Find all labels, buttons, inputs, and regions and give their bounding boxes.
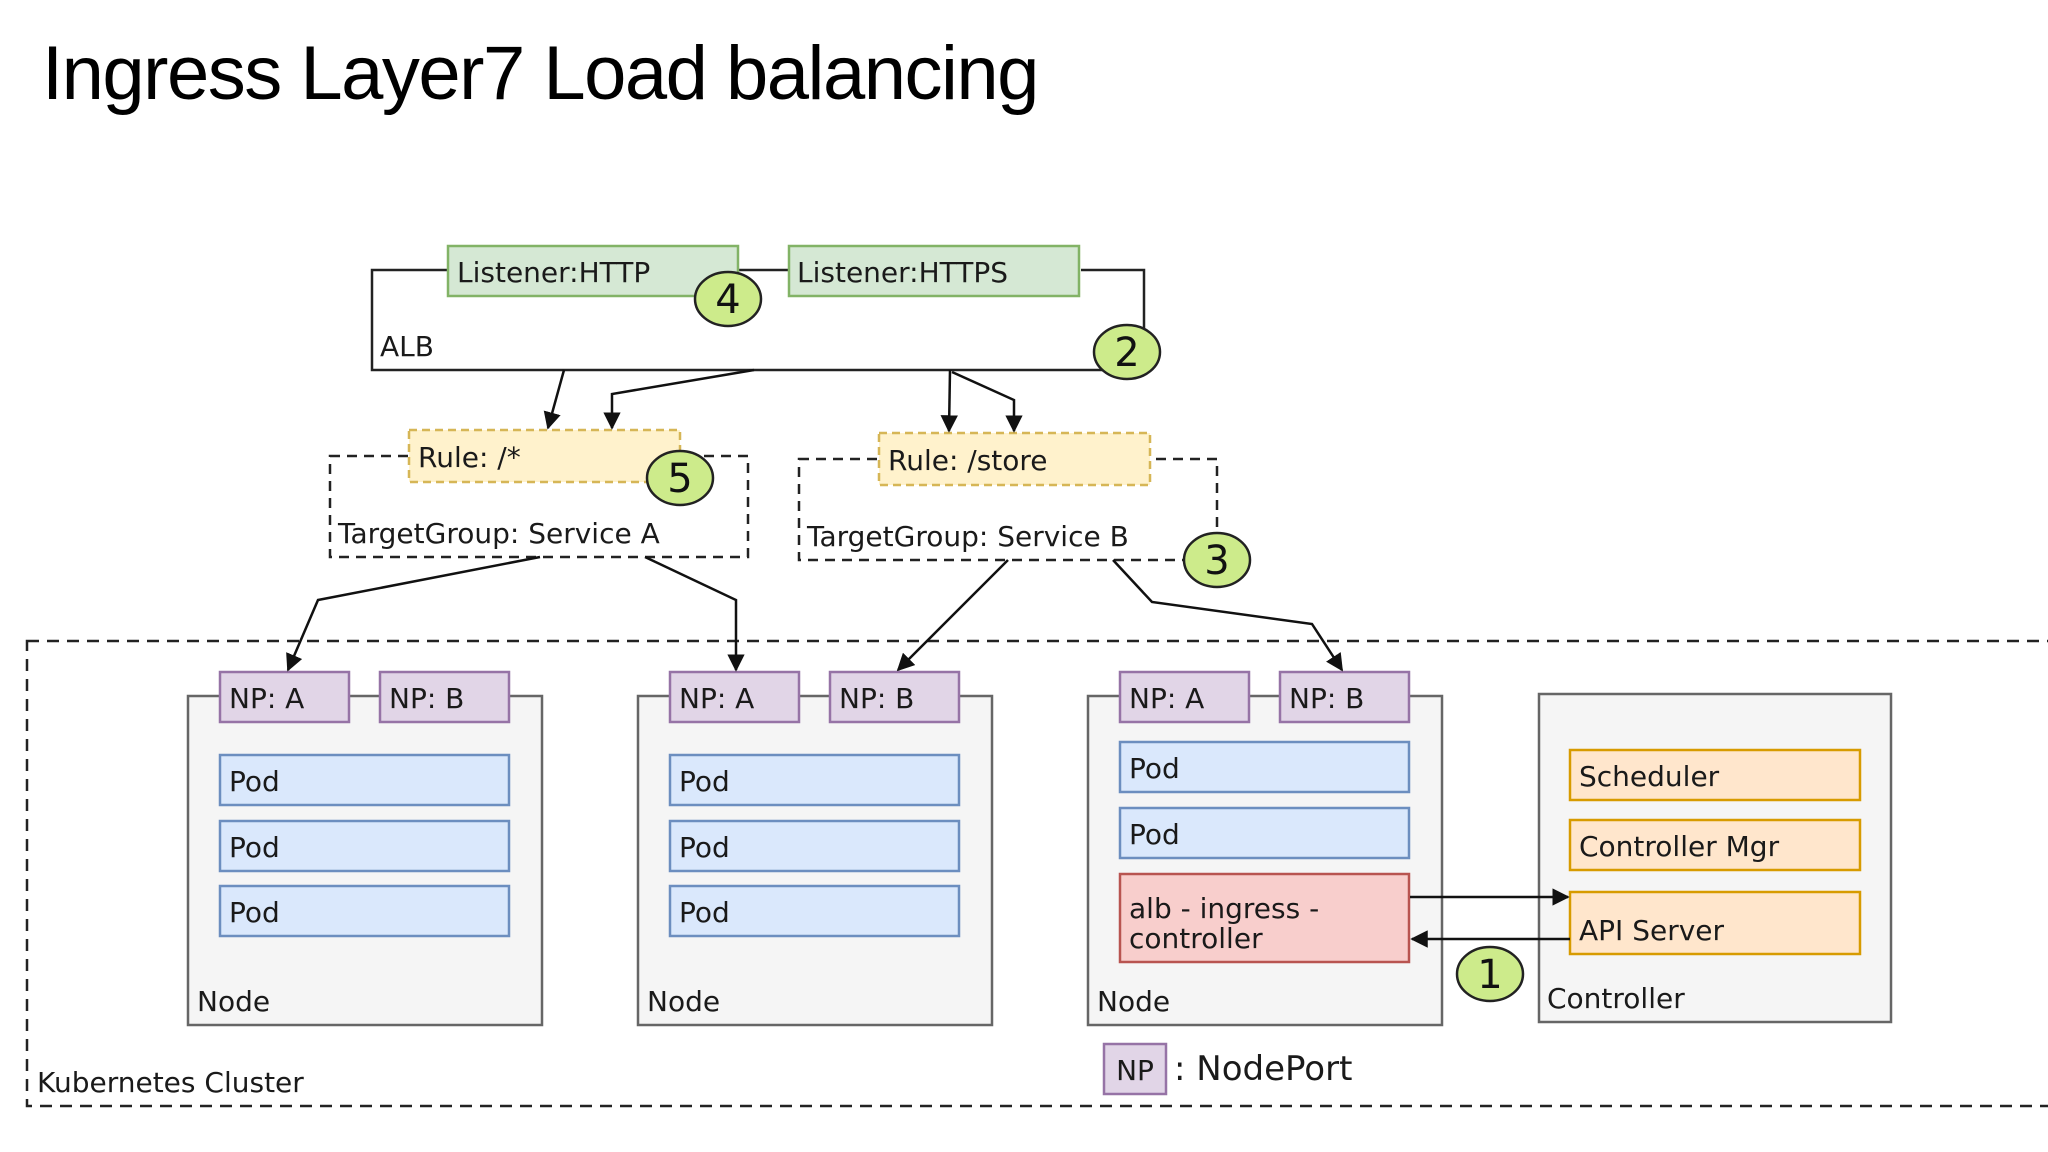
node-3-np-a-label: NP: A (1129, 682, 1204, 715)
arrows (286, 368, 1570, 948)
rule-b-label: Rule: /store (888, 444, 1048, 477)
badge-3: 3 (1182, 531, 1252, 589)
badge-2: 2 (1092, 323, 1162, 381)
arrow-tg-b-to-node-3 (1112, 559, 1344, 672)
slide-title: Ingress Layer7 Load balancing (42, 31, 1039, 116)
node-2-label: Node (647, 985, 720, 1018)
scheduler-box (1568, 748, 1862, 802)
rule-b-box (877, 431, 1152, 487)
node-3-label: Node (1097, 985, 1170, 1018)
rule-a-box (407, 428, 682, 484)
node-3-pod-2-box (1118, 806, 1411, 860)
alb-frame (370, 268, 1146, 372)
node-3-np-b-box (1278, 670, 1411, 724)
listener-https-label: Listener:HTTPS (797, 256, 1008, 289)
node-1-np-a-box (218, 670, 351, 724)
node-3-np-a-box (1118, 670, 1251, 724)
node-1-pod-3-label: Pod (229, 896, 280, 929)
node-2-pod-1-box (668, 753, 961, 807)
ingress-controller-box (1118, 872, 1411, 964)
svg-text:4: 4 (715, 277, 740, 323)
arrow-alb-to-rule-a-2 (603, 368, 755, 430)
arrow-alb-to-rule-b-2 (951, 370, 1023, 433)
arrow-tg-a-to-node-2 (644, 555, 745, 672)
arrow-tg-b-to-node-2 (896, 559, 1009, 672)
rule-a-label: Rule: /* (418, 441, 521, 474)
node-1-np-a-label: NP: A (229, 682, 304, 715)
badge-1: 1 (1455, 945, 1525, 1003)
node-2-pod-1-label: Pod (679, 765, 730, 798)
svg-text:1: 1 (1477, 952, 1502, 998)
controller-mgr-label: Controller Mgr (1579, 830, 1780, 863)
target-group-b-label: TargetGroup: Service B (806, 520, 1129, 553)
badge-5: 5 (645, 449, 715, 507)
svg-text:3: 3 (1204, 538, 1229, 584)
controller-label: Controller (1547, 982, 1685, 1015)
node-1-pod-2-label: Pod (229, 831, 280, 864)
arrow-alb-to-rule-a-1 (543, 369, 566, 430)
listener-https-box (787, 244, 1081, 298)
node-2-np-b-box (828, 670, 961, 724)
node-1-pod-3-box (218, 884, 511, 938)
node-2-np-a-box (668, 670, 801, 724)
node-1-pod-2-box (218, 819, 511, 873)
svg-text:5: 5 (667, 456, 692, 502)
node-2-pod-3-box (668, 884, 961, 938)
kubernetes-cluster-label: Kubernetes Cluster (37, 1066, 304, 1099)
node-1-np-b-label: NP: B (389, 682, 464, 715)
node-2-pod-3-label: Pod (679, 896, 730, 929)
target-group-a-label: TargetGroup: Service A (337, 517, 660, 550)
kubernetes-cluster-frame (25, 639, 2048, 1108)
api-server-label: API Server (1579, 914, 1725, 947)
node-3-pod-2-label: Pod (1129, 818, 1180, 851)
api-server-box (1568, 890, 1862, 956)
listener-http-box (446, 244, 740, 298)
node-1-pod-1-box (218, 753, 511, 807)
svg-text:2: 2 (1114, 330, 1139, 376)
legend-np-swatch (1102, 1042, 1168, 1096)
legend-np-abbr: NP (1116, 1054, 1154, 1087)
node-1-label: Node (197, 985, 270, 1018)
node-3-pod-1-box (1118, 740, 1411, 794)
node-2-np-a-label: NP: A (679, 682, 754, 715)
arrow-tg-a-to-node-1 (286, 555, 541, 672)
scheduler-label: Scheduler (1579, 760, 1720, 793)
arrow-alb-to-rule-b-1 (940, 369, 959, 433)
listener-http-label: Listener:HTTP (457, 256, 650, 289)
node-1-pod-1-label: Pod (229, 765, 280, 798)
node-2-pod-2-label: Pod (679, 831, 730, 864)
node-3-pod-1-label: Pod (1129, 752, 1180, 785)
ingress-controller-label-line2: controller (1129, 922, 1263, 955)
badge-4: 4 (693, 270, 763, 328)
node-1-np-b-box (378, 670, 511, 724)
legend-nodeport-text: : NodePort (1174, 1049, 1352, 1089)
node-3-np-b-label: NP: B (1289, 682, 1364, 715)
node-2-np-b-label: NP: B (839, 682, 914, 715)
ingress-controller-label-line1: alb - ingress - (1129, 892, 1319, 925)
alb-label: ALB (380, 330, 434, 363)
node-2-pod-2-box (668, 819, 961, 873)
controller-mgr-box (1568, 818, 1862, 872)
